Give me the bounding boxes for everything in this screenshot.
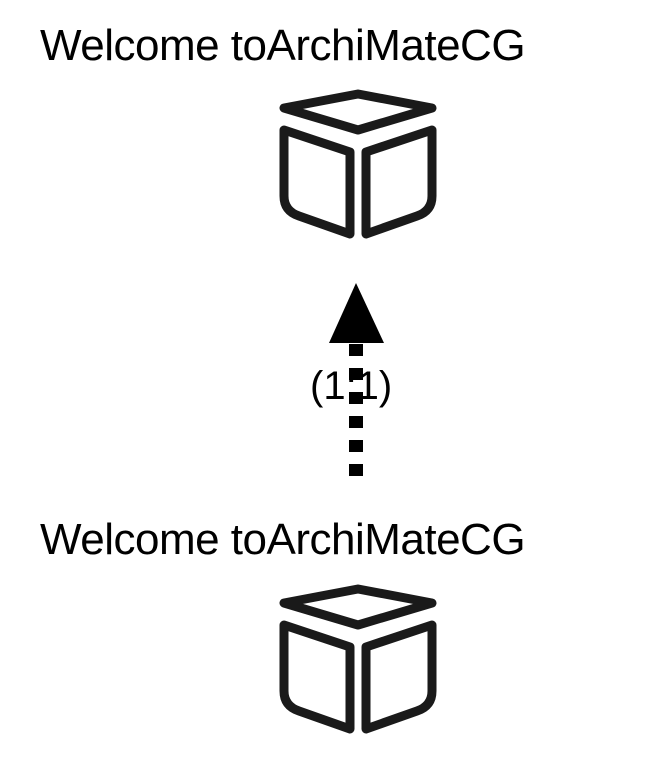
box-icon[interactable] [277, 88, 439, 240]
bottom-node-label[interactable]: Welcome toArchiMateCG [40, 515, 526, 564]
connector-multiplicity-label: (1:1) [310, 364, 393, 408]
top-node-label[interactable]: Welcome toArchiMateCG [40, 21, 526, 70]
box-icon[interactable] [277, 583, 439, 735]
connector-arrowhead [329, 283, 384, 343]
